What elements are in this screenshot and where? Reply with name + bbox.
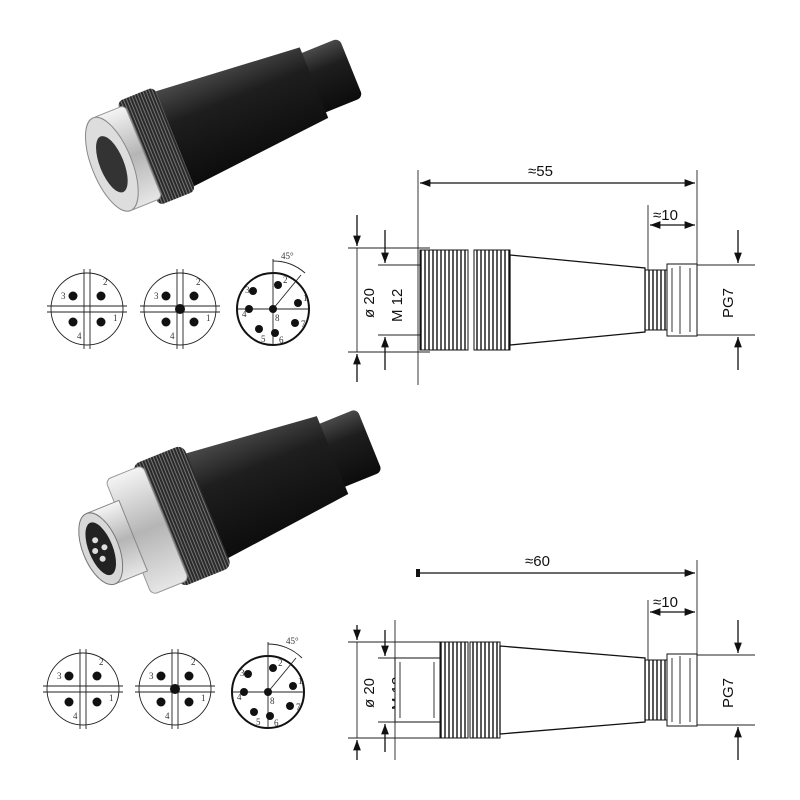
pin-label: 2 [103,277,108,287]
pin-label: 7 [296,702,301,712]
pin-insert [85,522,117,576]
top-length-dimension: ≈55 [528,163,553,180]
pin-label: 3 [245,285,250,295]
black-knurled-ring [134,446,230,586]
pin-label: 3 [149,671,154,681]
pin-label: 2 [191,657,196,667]
pin-label: 4 [77,331,82,341]
body-outline [509,254,646,346]
bottom-technical-drawing: ≈60 ≈10 ø 20 M 12 PG7 [348,553,755,760]
bottom-pin-diagram-2: 3 2 4 1 [135,649,215,729]
top-pin-diagram-3: 45° 3 2 1 4 8 7 5 6 [236,251,310,346]
pin-label: 6 [279,335,284,345]
pin-label: 5 [261,334,266,344]
pin-label: 2 [99,657,104,667]
top-technical-drawing: ≈55 ≈10 ø 20 M 12 PG7 [348,163,755,385]
top-pin-diagram-1: 3 2 4 1 [47,269,127,349]
pin-label: 8 [270,696,275,706]
top-rear-dimension: ≈10 [653,207,678,224]
bottom-diameter-label: ø 20 [361,678,378,708]
angle-label: 45° [286,636,299,646]
female-connector-photo [84,39,362,212]
pin-label: 6 [274,718,279,728]
male-connector-photo [78,410,381,594]
pin-label: 3 [61,291,66,301]
gland-nut-outline [666,653,698,727]
pin-label: 8 [275,313,280,323]
bottom-pin-diagram-3: 45° 3 2 1 4 8 7 5 6 [231,636,305,729]
pin-label: 2 [196,277,201,287]
coupling-nut-outline [439,641,469,739]
pin-label: 4 [242,309,247,319]
black-knurled-ring [118,88,195,204]
pin-label: 1 [113,313,118,323]
body-outline [499,645,646,735]
pin-label: 5 [256,717,261,727]
knurled-ring-outline [469,641,501,739]
pin-label: 4 [73,711,78,721]
top-gland-label: PG7 [720,288,737,318]
knurled-ring-outline [473,249,511,351]
top-diameter-label: ø 20 [361,288,378,318]
socket-insert [96,136,128,193]
pin-label: 7 [301,319,306,329]
top-thread-label: M 12 [389,289,406,322]
thread-outline [394,657,441,723]
pin-label: 1 [206,313,211,323]
pin-label: 2 [278,658,283,668]
angle-label: 45° [281,251,294,261]
coupling-nut-outline [419,249,469,351]
pin-label: 1 [109,693,114,703]
pin-label: 4 [170,331,175,341]
pin-label: 3 [57,671,62,681]
gland-outline [644,659,668,721]
gland-outline [644,269,668,331]
pin-label: 4 [237,692,242,702]
bottom-gland-label: PG7 [720,678,737,708]
pin-label: 1 [201,693,206,703]
pin-label: 1 [298,676,303,686]
gland-nut-outline [666,263,698,337]
pin-label: 2 [283,275,288,285]
pin-label: 3 [240,668,245,678]
pin-label: 3 [154,291,159,301]
pin-label: 1 [303,293,308,303]
top-pin-diagram-2: 3 2 4 1 [140,269,220,349]
black-body [146,47,329,191]
bottom-length-dimension: ≈60 [525,553,550,570]
bottom-rear-dimension: ≈10 [653,594,678,611]
pin-label: 4 [165,711,170,721]
bottom-pin-diagram-1: 3 2 4 1 [43,649,123,729]
